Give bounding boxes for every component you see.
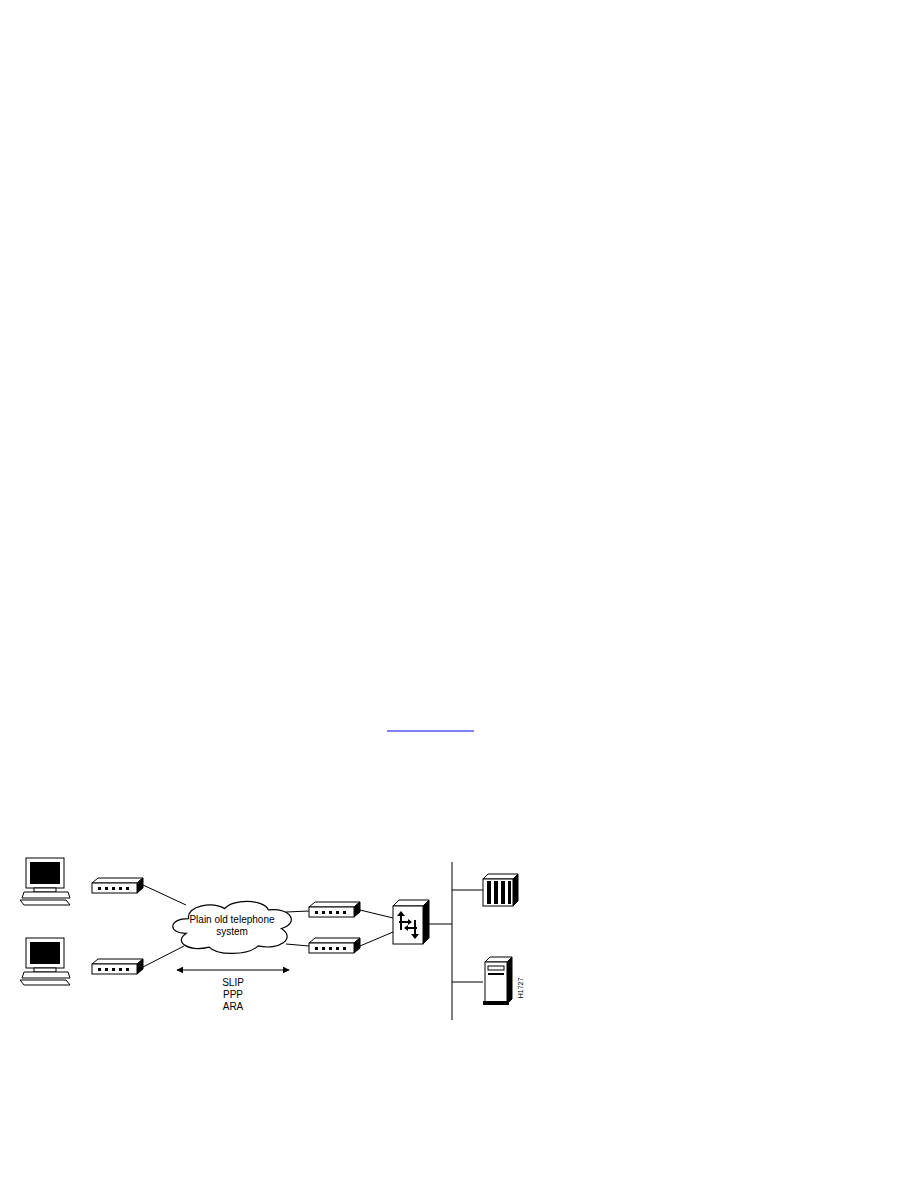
modem-icon xyxy=(309,902,360,917)
modem-icon xyxy=(309,938,360,953)
router-icon xyxy=(393,900,429,944)
modem-icons xyxy=(92,878,360,974)
modem-icon xyxy=(92,878,143,893)
protocol-label: PPP xyxy=(223,989,243,1001)
wire xyxy=(286,911,309,912)
wire xyxy=(143,885,186,905)
cloud-node: Plain old telephone system xyxy=(168,895,297,957)
wire xyxy=(452,982,483,983)
wire xyxy=(143,946,184,967)
figure-id: H1727 xyxy=(517,978,525,999)
tower-server-icon xyxy=(483,957,512,1005)
wire xyxy=(428,924,452,925)
cloud-label: Plain old telephone system xyxy=(188,914,276,938)
protocol-label: ARA xyxy=(223,1001,244,1013)
modem-icon xyxy=(92,959,143,974)
server-rack-icon xyxy=(483,874,518,906)
protocol-label: SLIP xyxy=(222,977,244,989)
pc-icon xyxy=(20,858,70,905)
pc-icon xyxy=(20,938,70,985)
wires xyxy=(143,862,483,1020)
link-underline xyxy=(387,731,474,732)
double-arrow xyxy=(177,970,289,971)
wire xyxy=(360,932,393,946)
lan-bus xyxy=(452,862,453,1020)
wire xyxy=(360,910,393,918)
wire xyxy=(286,944,309,946)
wire xyxy=(452,890,483,891)
